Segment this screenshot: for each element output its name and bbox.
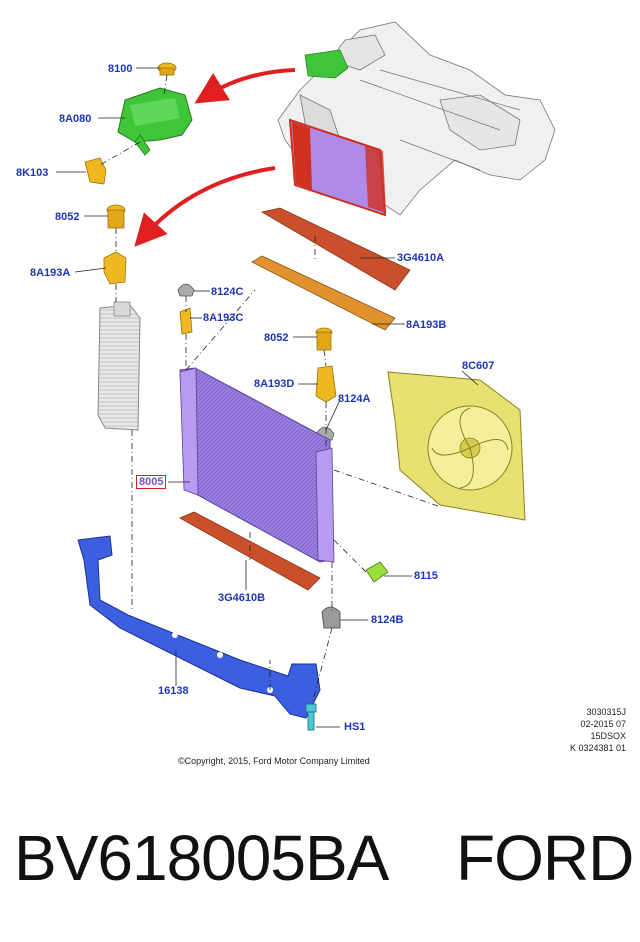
label-3G4610B[interactable]: 3G4610B [218,592,266,604]
mount-8124B [321,606,341,629]
hose-8052-left [106,204,126,229]
diagram-code-line-4: K 0324381 01 [569,743,626,753]
charge-air-cooler [97,301,141,431]
alignment-lines [99,74,439,705]
label-8005-highlighted[interactable]: 8005 [136,475,167,489]
label-8A193A[interactable]: 8A193A [30,267,71,279]
bracket-8K103 [84,157,107,185]
reservoir-cap-8100 [157,62,177,76]
label-8K103[interactable]: 8K103 [16,167,49,179]
label-8052-center[interactable]: 8052 [264,332,289,344]
label-8C607[interactable]: 8C607 [462,360,495,372]
brand-name: FORD [456,822,634,894]
installed-reservoir [304,49,349,79]
label-8A193D[interactable]: 8A193D [254,378,295,390]
crossmember-16138 [77,535,321,719]
hose-8A193C [179,307,193,335]
copyright-notice: ©Copyright, 2015, Ford Motor Company Lim… [178,756,370,766]
radiator-8005 [179,367,335,563]
bracket-8A193B [251,255,396,331]
label-HS1[interactable]: HS1 [344,721,366,733]
locator-arrow-reservoir [194,68,296,104]
hose-8A193A [103,251,127,285]
label-8115[interactable]: 8115 [414,570,438,582]
label-8124C[interactable]: 8124C [211,286,244,298]
locator-arrow-radiator [134,166,276,247]
label-8124A[interactable]: 8124A [338,393,371,405]
diagram-code-line-2: 02-2015 07 [580,719,626,729]
bolt-HS1 [305,703,317,731]
hose-8A193D [315,365,337,403]
seal-3G4610A [260,207,411,291]
part-number: BV618005BA [14,822,389,894]
hose-8052-center [315,327,333,351]
label-3G4610A[interactable]: 3G4610A [397,252,445,264]
label-8052-left[interactable]: 8052 [55,211,80,223]
diagram-code-line-1: 3030315J [586,707,626,717]
label-8124B[interactable]: 8124B [371,614,404,626]
mount-8124C [177,283,195,297]
label-8A193B[interactable]: 8A193B [406,319,447,331]
label-8100[interactable]: 8100 [108,63,133,75]
coolant-reservoir-8A080 [117,87,193,156]
label-16138[interactable]: 16138 [158,685,189,697]
installed-radiator [288,118,387,217]
label-8A193C[interactable]: 8A193C [203,312,244,324]
leader-lines [56,67,479,728]
fan-shroud-8C607 [387,371,526,521]
label-8A080[interactable]: 8A080 [59,113,92,125]
sensor-8115 [365,561,389,583]
diagram-code-line-3: 15DSOX [590,731,626,741]
